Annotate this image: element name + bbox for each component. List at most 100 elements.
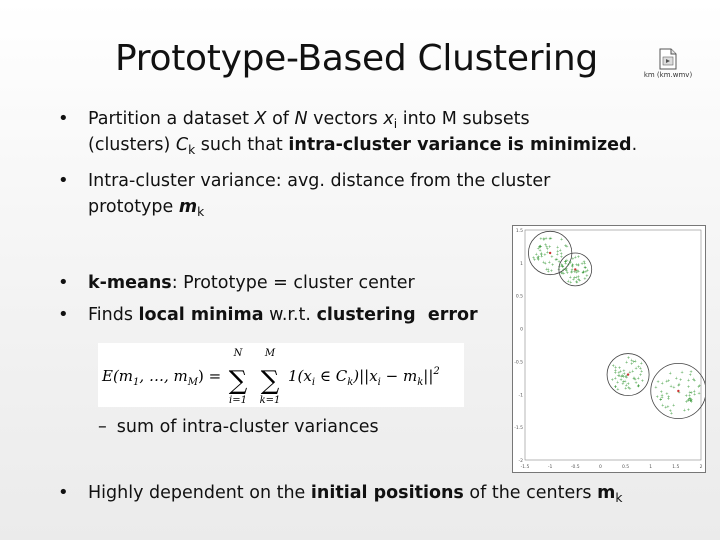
data-point: + bbox=[540, 251, 543, 256]
data-point: + bbox=[569, 274, 572, 279]
data-point: + bbox=[667, 396, 670, 401]
data-point: + bbox=[690, 399, 693, 404]
data-point: + bbox=[637, 383, 640, 388]
data-point: + bbox=[560, 270, 563, 275]
data-point: + bbox=[689, 369, 692, 374]
data-point: + bbox=[549, 236, 552, 241]
subscript-k: k bbox=[197, 205, 205, 219]
data-point: + bbox=[565, 265, 568, 270]
x-tick-label: 1.5 bbox=[672, 464, 679, 470]
data-point: + bbox=[547, 268, 550, 273]
var-xi: x bbox=[383, 109, 394, 129]
var-x: X bbox=[254, 109, 267, 129]
data-point: + bbox=[616, 387, 619, 392]
data-point: + bbox=[614, 384, 617, 389]
y-tick-label: 0 bbox=[520, 327, 523, 333]
data-point: + bbox=[621, 381, 624, 386]
subscript-i: i bbox=[393, 117, 398, 131]
bullet-line-2: prototype mk bbox=[88, 194, 628, 220]
data-point: + bbox=[538, 244, 541, 249]
bold-text: intra-cluster variance is minimized bbox=[288, 135, 632, 155]
bold-text: initial positions bbox=[310, 483, 464, 503]
y-tick-label: 1 bbox=[520, 261, 523, 267]
data-point: + bbox=[627, 355, 630, 360]
data-point: + bbox=[537, 254, 540, 259]
svg-text:i=1: i=1 bbox=[229, 395, 247, 406]
svg-text:∑: ∑ bbox=[261, 366, 280, 396]
x-tick-label: -1 bbox=[548, 464, 553, 470]
data-point: + bbox=[536, 255, 539, 260]
plot-frame bbox=[524, 229, 702, 461]
y-tick-label: 1.5 bbox=[516, 228, 523, 234]
data-point: + bbox=[692, 389, 695, 394]
data-point: + bbox=[570, 268, 573, 273]
data-point: + bbox=[665, 378, 668, 383]
data-point: + bbox=[641, 378, 644, 383]
data-point: + bbox=[637, 383, 640, 388]
data-point: + bbox=[687, 377, 690, 382]
bullet-kmeans: • k-means: Prototype = cluster center bbox=[58, 270, 508, 296]
data-point: + bbox=[660, 389, 663, 394]
bullet-dot: • bbox=[58, 170, 69, 191]
cluster-center bbox=[548, 251, 552, 255]
data-point: + bbox=[627, 385, 630, 390]
data-point: + bbox=[575, 279, 578, 284]
data-point: + bbox=[679, 377, 682, 382]
bullet-line-1: Finds local minima w.r.t. clustering err… bbox=[88, 302, 508, 328]
data-point: + bbox=[564, 259, 567, 264]
x-tick-label: 1 bbox=[649, 464, 652, 470]
data-point: + bbox=[659, 397, 662, 402]
text: (clusters) bbox=[88, 135, 176, 155]
bullet-variance: • Intra-cluster variance: avg. distance … bbox=[58, 168, 628, 220]
bullet-partition: • Partition a dataset X of N vectors xi … bbox=[58, 106, 688, 158]
text: Finds bbox=[88, 305, 139, 325]
data-point: + bbox=[532, 255, 535, 260]
video-file-icon bbox=[659, 48, 677, 70]
sub-bullet-sum-variances: –sum of intra-cluster variances bbox=[98, 417, 379, 437]
y-tick-label: 0.5 bbox=[516, 294, 523, 300]
data-point: + bbox=[560, 251, 563, 256]
data-point: + bbox=[539, 236, 542, 241]
media-caption: km (km.wmv) bbox=[643, 71, 693, 79]
data-point: + bbox=[564, 243, 567, 248]
data-point: + bbox=[576, 262, 579, 267]
data-point: + bbox=[546, 250, 549, 255]
data-point: + bbox=[656, 394, 659, 399]
data-point: + bbox=[568, 259, 571, 264]
bold-text: local minima bbox=[138, 305, 264, 325]
data-point: + bbox=[577, 274, 580, 279]
data-point: + bbox=[611, 377, 614, 382]
bullet-line-1: Highly dependent on the initial position… bbox=[88, 480, 688, 506]
data-point: + bbox=[582, 259, 585, 264]
bullet-dot: • bbox=[58, 304, 69, 325]
data-point: + bbox=[560, 263, 563, 268]
data-point: + bbox=[556, 245, 559, 250]
data-point: + bbox=[575, 262, 578, 267]
data-point: + bbox=[666, 404, 669, 409]
data-point: + bbox=[569, 279, 572, 284]
svg-text:1(xi ∈ Ck)||xi − mk||2: 1(xi ∈ Ck)||xi − mk||2 bbox=[288, 366, 440, 388]
data-point: + bbox=[548, 259, 551, 264]
data-point: + bbox=[575, 268, 578, 273]
text: sum of intra-cluster variances bbox=[116, 417, 379, 437]
data-point: + bbox=[542, 236, 545, 241]
cluster-circle bbox=[606, 353, 650, 396]
data-point: + bbox=[564, 260, 567, 265]
media-file[interactable]: km (km.wmv) bbox=[636, 48, 700, 79]
data-point: + bbox=[546, 267, 549, 272]
data-point: + bbox=[537, 257, 540, 262]
slide-title: Prototype-Based Clustering bbox=[115, 38, 598, 79]
data-point: + bbox=[622, 374, 625, 379]
data-point: + bbox=[557, 259, 560, 264]
data-point: + bbox=[683, 408, 686, 413]
data-point: + bbox=[562, 271, 565, 276]
data-point: + bbox=[538, 247, 541, 252]
data-point: + bbox=[660, 395, 663, 400]
data-point: + bbox=[632, 376, 635, 381]
data-point: + bbox=[572, 277, 575, 282]
data-point: + bbox=[548, 236, 551, 241]
text: into M subsets bbox=[397, 109, 530, 129]
svg-text:E(m1, …, mM) =: E(m1, …, mM) = bbox=[101, 367, 221, 388]
data-point: + bbox=[675, 375, 678, 380]
data-point: + bbox=[577, 262, 580, 267]
